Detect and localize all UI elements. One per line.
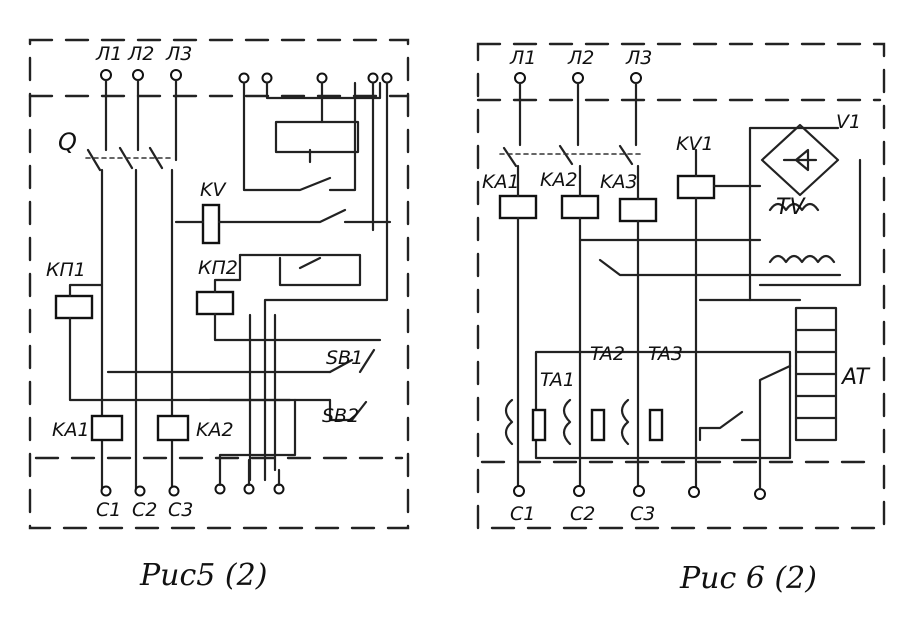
fig6-terminal-c3 — [633, 485, 645, 497]
fig6-label-tv: TV — [776, 195, 806, 220]
fig5-sb-contacts — [328, 348, 376, 422]
fig6-ka3-coil — [618, 197, 658, 223]
fig6-ta3-resistor — [648, 408, 664, 442]
fig5-label-c2: C2 — [132, 499, 157, 521]
fig5-terminal-c3 — [168, 485, 180, 497]
fig6-label-ta3: TA3 — [648, 343, 683, 365]
fig6-kv1-coil — [676, 174, 716, 200]
fig5-ka1-coil — [90, 414, 124, 442]
fig5-bottom-wiring — [218, 398, 297, 487]
fig6-label-ka2: KA2 — [540, 169, 578, 191]
fig5-terminal-c1 — [100, 485, 112, 497]
fig6-label-ka3: KA3 — [600, 171, 638, 193]
fig6-breaker-contacts — [502, 144, 634, 168]
fig5-terminal-a — [238, 72, 250, 84]
fig5-label-sb1: SB1 — [326, 347, 363, 369]
fig5-label-l3: Л3 — [165, 43, 192, 65]
fig6-label-v1: V1 — [836, 111, 861, 133]
fig6-tv-wiring — [578, 238, 842, 302]
fig5-terminal-l3 — [170, 69, 182, 81]
fig5-terminal-d — [367, 72, 379, 84]
fig6-at-block-cells — [794, 328, 838, 420]
fig5-label-ka1: KA1 — [52, 419, 90, 441]
fig6-label-at: AT — [840, 365, 870, 390]
fig6-terminal-x1 — [688, 486, 700, 498]
fig5-kv-coil — [201, 203, 221, 245]
fig6-ta-box — [534, 350, 792, 460]
fig5-breaker-contacts — [86, 146, 164, 172]
fig6-ta1-resistor — [531, 408, 547, 442]
fig5-label-ka2: KA2 — [196, 419, 234, 441]
fig6-tv-windings — [768, 202, 836, 264]
fig6-terminal-c2 — [573, 485, 585, 497]
fig6-label-ka1: KA1 — [482, 171, 520, 193]
fig6-ka1-coil — [498, 194, 538, 220]
fig6-caption: Рис 6 (2) — [679, 561, 817, 596]
fig6-label-l2: Л2 — [567, 47, 594, 69]
fig5-ctrl-return — [263, 81, 389, 482]
fig5-label-c1: C1 — [96, 499, 121, 521]
fig5-kv-wiring — [174, 208, 392, 224]
fig5-kp1-coil — [54, 294, 94, 320]
fig6-label-c2: C2 — [570, 503, 595, 525]
fig5-kp2-coil — [195, 290, 235, 316]
fig6-label-c3: C3 — [630, 503, 655, 525]
fig5-sb-wiring — [106, 313, 332, 482]
fig5-label-c3: C3 — [168, 499, 193, 521]
fig5-caption: Рис5 (2) — [139, 558, 267, 593]
fig5-label-kv: KV — [200, 179, 227, 201]
fig6-terminal-l2 — [572, 72, 584, 84]
fig6-label-ta2: TA2 — [590, 343, 625, 365]
fig6-bridge-v1 — [760, 123, 840, 197]
fig6-ka2-coil — [560, 194, 600, 220]
fig5-terminal-l1 — [100, 69, 112, 81]
figure-6: Л1 Л2 Л3 KA1 KA2 KA3 KV1 V1 TV TA1 TA2 T… — [476, 42, 886, 596]
fig5-ctrl-path-1 — [242, 81, 357, 192]
fig5-ka2-coil — [156, 414, 190, 442]
fig5-terminal-c2 — [134, 485, 146, 497]
fig6-outer-frame — [476, 42, 886, 530]
fig5-terminal-c — [316, 72, 328, 84]
fig5-label-sb2: SB2 — [322, 405, 359, 427]
fig5-label-kp1: КП1 — [46, 259, 86, 281]
fig5-label-l1: Л1 — [95, 43, 122, 65]
fig6-ta2-resistor — [590, 408, 606, 442]
fig6-terminal-c1 — [513, 485, 525, 497]
fig6-bridge-wiring — [748, 126, 862, 302]
fig6-ta-contacts — [698, 364, 792, 442]
fig5-relay-box — [274, 120, 360, 154]
fig6-phase-lines-down — [516, 164, 640, 492]
fig6-phase-lines-top — [518, 81, 638, 147]
fig5-kp2-wiring — [213, 253, 382, 342]
fig5-terminal-l2 — [132, 69, 144, 81]
fig6-terminal-l1 — [514, 72, 526, 84]
fig5-label-kp2: КП2 — [198, 257, 238, 279]
fig5-label-q: Q — [58, 128, 77, 156]
fig6-terminal-x2 — [754, 488, 766, 500]
fig6-diode-symbol — [782, 148, 818, 172]
fig5-outer-frame — [28, 38, 410, 530]
fig5-phase-lines-top — [104, 78, 178, 162]
fig6-label-c1: C1 — [510, 503, 535, 525]
fig5-terminal-e — [381, 72, 393, 84]
fig6-kv1-wiring — [694, 148, 762, 492]
fig6-terminal-l3 — [630, 72, 642, 84]
fig5-phase-lines-down — [100, 168, 174, 492]
fig6-ta-coils — [504, 398, 630, 446]
fig6-label-l3: Л3 — [625, 47, 652, 69]
fig5-relay-leads — [308, 81, 324, 164]
fig6-label-ta1: TA1 — [540, 369, 575, 391]
fig5-label-l2: Л2 — [127, 43, 154, 65]
fig6-label-l1: Л1 — [509, 47, 536, 69]
fig6-label-kv1: KV1 — [676, 133, 714, 155]
figure-5: Л1 Л2 Л3 Q KV КП1 КП2 SB1 SB2 KA1 KA2 C1… — [28, 38, 410, 593]
fig5-ctrl-bus — [265, 81, 382, 100]
fig5-ctrl-loop — [238, 253, 362, 287]
fig5-terminal-b — [261, 72, 273, 84]
